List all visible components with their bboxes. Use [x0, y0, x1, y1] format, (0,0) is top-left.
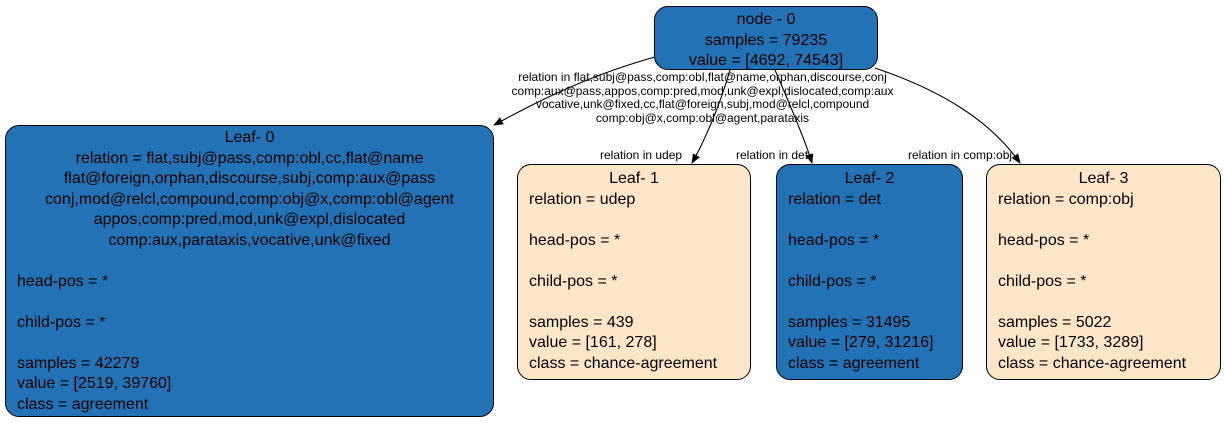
node-class: class = agreement — [788, 354, 920, 372]
node-samples: samples = 79235 — [704, 31, 828, 49]
node-title: Leaf- 2 — [844, 170, 895, 187]
node-relation-line: relation = udep — [529, 190, 636, 208]
node-class: class = chance-agreement — [998, 354, 1187, 372]
node-samples: samples = 5022 — [998, 313, 1112, 331]
node-title: Leaf- 3 — [1078, 170, 1129, 187]
edge-label-line: relation in flat,subj@pass,comp:obl,flat… — [518, 70, 887, 84]
edge-root-leaf1 — [691, 69, 731, 164]
edge-label-line: vocative,unk@fixed,cc,flat@foreign,subj,… — [535, 97, 870, 112]
node-head-pos: head-pos = * — [998, 231, 1090, 249]
edge-label-leaf3: relation in comp:obj — [908, 148, 1013, 162]
node-title: Leaf- 1 — [609, 170, 659, 187]
node-head-pos: head-pos = * — [788, 231, 880, 249]
leaf-node-2: Leaf- 2 relation = det head-pos = * chil… — [776, 164, 963, 380]
node-class: class = agreement — [17, 395, 149, 413]
node-value: value = [279, 31216] — [788, 334, 934, 351]
node-value: value = [2519, 39760] — [17, 375, 172, 392]
edge-root-leaf3 — [874, 67, 1021, 164]
node-title: Leaf- 0 — [224, 129, 275, 146]
node-relation-line: comp:aux,parataxis,vocative,unk@fixed — [108, 231, 391, 249]
node-child-pos: child-pos = * — [529, 272, 618, 290]
edge-root-leaf2 — [774, 69, 814, 164]
edge-root-leaf0 — [493, 56, 656, 126]
edge-label-line: comp:aux@pass,appos,comp:pred,mod,unk@ex… — [511, 83, 894, 98]
node-relation-line: conj,mod@relcl,compound,comp:obj@x,comp:… — [45, 190, 454, 208]
node-head-pos: head-pos = * — [529, 231, 621, 249]
node-class: class = chance-agreement — [529, 354, 718, 372]
node-value: value = [4692, 74543] — [688, 52, 844, 69]
node-samples: samples = 31495 — [788, 313, 911, 331]
node-child-pos: child-pos = * — [17, 313, 106, 331]
node-relation-line: relation = comp:obj — [998, 190, 1134, 208]
leaf-node-1: Leaf- 1 relation = udep head-pos = * chi… — [517, 164, 751, 380]
edge-label-leaf1: relation in udep — [600, 148, 683, 162]
node-relation-line: flat@foreign,orphan,discourse,subj,comp:… — [63, 170, 436, 187]
node-title: node - 0 — [736, 11, 796, 28]
leaf-node-0: Leaf- 0 relation = flat,subj@pass,comp:o… — [5, 125, 494, 417]
node-child-pos: child-pos = * — [788, 272, 877, 290]
node-samples: samples = 439 — [529, 313, 634, 331]
edge-label-leaf0: relation in flat,subj@pass,comp:obl,flat… — [490, 70, 915, 125]
node-head-pos: head-pos = * — [17, 272, 109, 290]
node-child-pos: child-pos = * — [998, 272, 1087, 290]
root-node: node - 0 samples = 79235 value = [4692, … — [654, 6, 878, 70]
node-samples: samples = 42279 — [17, 354, 140, 372]
node-value: value = [161, 278] — [529, 334, 657, 351]
node-relation-line: relation = det — [788, 190, 881, 208]
edge-label-line: comp:obj@x,comp:obl@agent,parataxis — [595, 110, 810, 125]
edge-label-leaf2: relation in det — [736, 148, 809, 162]
node-relation-line: relation = flat,subj@pass,comp:obl,cc,fl… — [75, 149, 424, 167]
node-relation-line: appos,comp:pred,mod,unk@expl,dislocated — [93, 211, 406, 228]
node-value: value = [1733, 3289] — [998, 334, 1144, 351]
leaf-node-3: Leaf- 3 relation = comp:obj head-pos = *… — [986, 164, 1221, 380]
